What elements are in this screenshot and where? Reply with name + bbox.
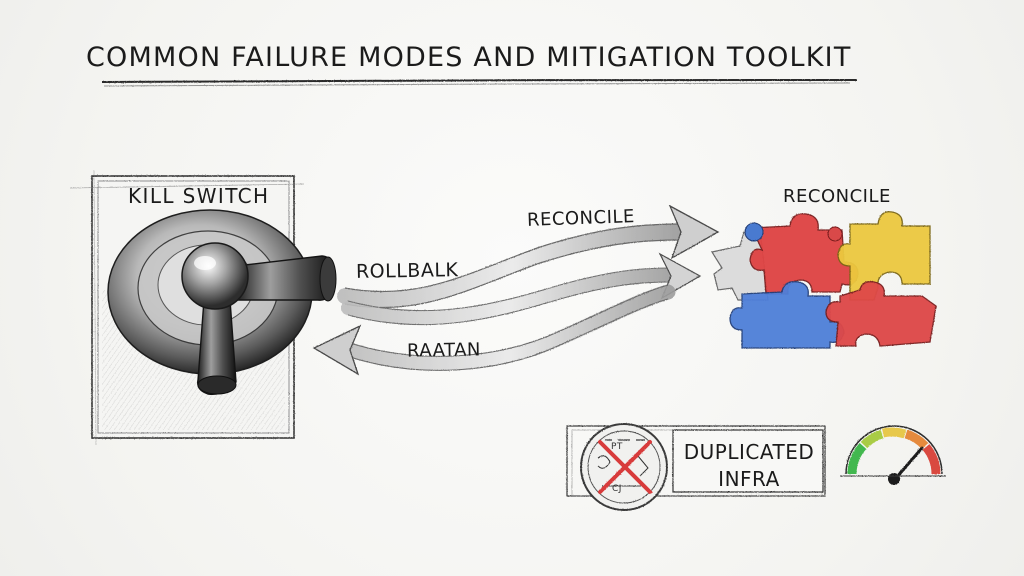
page-title: COMMON FAILURE MODES AND MITIGATION TOOL…	[86, 42, 852, 73]
reconcile-arrow-label: RECONCILE	[526, 206, 636, 231]
kill-switch-lever-icon	[107, 209, 337, 395]
reconcile-arrow	[337, 204, 720, 309]
duplicated-infra-box	[566, 425, 826, 497]
crossed-stamp-icon	[580, 423, 668, 511]
return-arrow-label: RAATAN	[406, 339, 482, 362]
kill-switch-label: KILL SWITCH	[128, 184, 270, 208]
title-underline	[101, 79, 858, 87]
duplicated-infra-line-1: DUPLICATED	[683, 440, 815, 464]
duplicated-infra-line-2: INFRA	[718, 467, 780, 491]
duplicated-infra-label: DUPLICATED INFRA	[682, 439, 816, 493]
stamp-text-top: PT	[611, 442, 623, 452]
reconcile-panel-label: RECONCILE	[783, 186, 891, 207]
return-arrow	[312, 284, 676, 376]
rollback-arrow-label: ROLLBALK	[355, 259, 459, 283]
stamp-text-bottom: CJ	[612, 484, 622, 494]
puzzle-pieces-icon	[711, 211, 937, 349]
risk-gauge-icon	[840, 425, 946, 485]
